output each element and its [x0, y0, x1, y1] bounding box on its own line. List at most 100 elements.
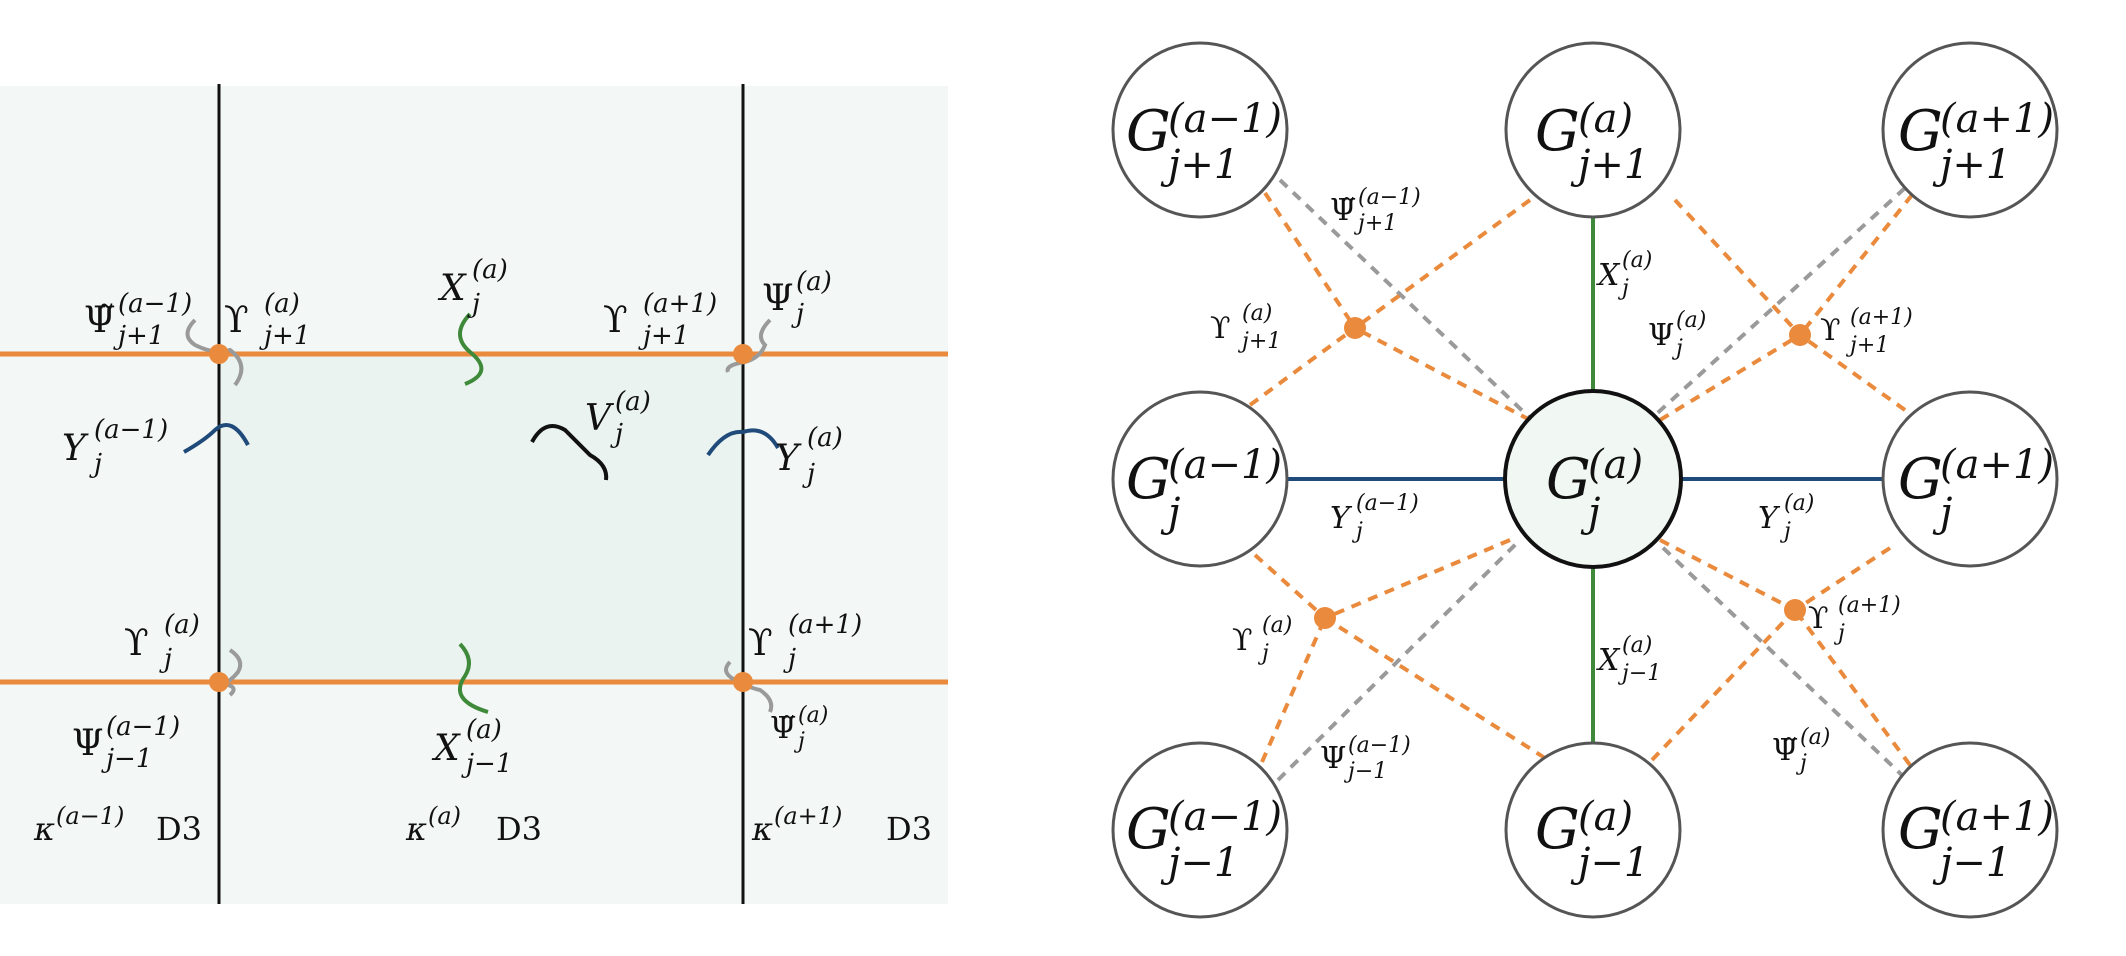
node-sub: j−1 — [1932, 840, 2011, 886]
x-string-top — [458, 312, 484, 386]
label-base: Ψ̃ — [770, 711, 796, 746]
label-sup: (a) — [1800, 725, 1830, 750]
label-base: Y — [1758, 501, 1781, 536]
orange-dashed-triangle-br — [1650, 538, 1912, 767]
label-sub: j+1 — [1353, 211, 1397, 236]
node-sup: (a+1) — [1940, 96, 2054, 142]
node-sup: (a−1) — [1168, 442, 1282, 488]
label-suffix: D3 — [156, 810, 202, 848]
label-base: ϒ — [603, 300, 628, 341]
label-sup: (a−1) — [1356, 491, 1419, 516]
node-sup: (a−1) — [1168, 96, 1282, 142]
edge-label-psi-tr: Ψ (a) j — [1648, 308, 1706, 361]
node-sub: j+1 — [1160, 142, 1239, 188]
intersection-dot-top-left — [209, 344, 229, 364]
label-base: ϒ — [224, 300, 249, 341]
node-base: G — [1535, 797, 1580, 862]
label-sub: j+1 — [1845, 333, 1889, 358]
label-sup: (a−1) — [1348, 733, 1411, 758]
label-base: Y — [62, 428, 89, 469]
node-base: G — [1898, 447, 1943, 512]
label-sup: (a−1) — [56, 802, 124, 830]
label-y-left: Y (a−1) j — [62, 415, 168, 479]
label-sup: (a+1) — [1838, 593, 1901, 618]
label-psitilde-bottom-right: Ψ̃ (a) j — [770, 703, 828, 754]
label-base: Y — [1330, 501, 1353, 536]
label-base: ϒ — [1808, 601, 1829, 636]
quiver-dot-br — [1784, 599, 1806, 621]
label-base: Y — [775, 438, 802, 479]
label-upsilon-top-right: ϒ (a+1) j+1 — [603, 289, 717, 351]
node-sub: j−1 — [1160, 840, 1239, 886]
node-sup: (a) — [1578, 96, 1633, 142]
node-base: G — [1546, 447, 1591, 512]
node-base: G — [1126, 797, 1171, 862]
node-g-jm1-am1: G (a−1) j−1 — [1111, 741, 1289, 919]
label-sup: (a) — [1676, 308, 1706, 333]
node-sup: (a+1) — [1940, 794, 2054, 840]
x-string-bottom — [458, 642, 489, 714]
label-psi-top-right: Ψ (a) j — [762, 267, 832, 329]
gray-dashed-tr — [1650, 186, 1907, 420]
label-sup: (a) — [798, 703, 828, 728]
label-base: ϒ — [748, 623, 773, 664]
label-sup: (a−1) — [118, 289, 192, 319]
label-sup: (a) — [796, 267, 832, 297]
label-sup: (a−1) — [94, 415, 168, 445]
label-base: V — [585, 398, 615, 439]
label-sup: (a−1) — [106, 712, 180, 742]
label-psi-bottom-left: Ψ (a−1) j−1 — [72, 712, 180, 774]
label-upsilon-bottom-left: ϒ (a) j — [124, 610, 200, 674]
node-base: G — [1126, 99, 1171, 164]
label-sub: j−1 — [1343, 759, 1387, 784]
label-base: Ψ — [762, 278, 794, 319]
intersection-dot-bottom-right — [733, 672, 753, 692]
label-base: Ψ — [72, 723, 104, 764]
node-base: G — [1535, 99, 1580, 164]
node-g-j-ap1: G (a+1) j — [1881, 390, 2059, 568]
label-base: X — [431, 728, 461, 769]
label-sup: (a) — [466, 715, 502, 745]
label-sub: j+1 — [1237, 329, 1281, 354]
label-sup: (a+1) — [643, 289, 717, 319]
edge-label-psi-bl: Ψ (a−1) j−1 — [1320, 733, 1411, 784]
y-string-left — [183, 423, 250, 454]
label-sub: j — [1833, 621, 1845, 646]
edge-label-psitilde-br: Ψ̃ (a) j — [1772, 725, 1830, 776]
quiver-panel: G (a−1) j+1 G (a) j+1 G (a+1) j+1 G (a−1… — [1111, 41, 2059, 919]
orange-dashed-triangle-tl — [1248, 191, 1532, 422]
label-base: ϒ — [124, 623, 149, 664]
label-sup: (a) — [1784, 491, 1814, 516]
label-kappa: κ — [405, 810, 427, 848]
label-sup: (a) — [1622, 633, 1652, 658]
label-sup: (a) — [472, 255, 508, 285]
label-sub: j−1 — [461, 749, 512, 779]
label-x-bottom: X (a) j−1 — [431, 715, 512, 779]
label-sub: j — [1779, 519, 1791, 544]
edge-label-upsilon-tr: ϒ (a+1) j+1 — [1820, 305, 1913, 358]
label-sup: (a) — [264, 289, 300, 319]
intersection-dot-top-right — [733, 344, 753, 364]
node-sup: (a+1) — [1940, 442, 2054, 488]
gray-dashed-tl — [1278, 178, 1532, 420]
edge-label-y-left: Y (a−1) j — [1330, 491, 1419, 544]
edge-label-psitilde-tl: Ψ̃ (a−1) j+1 — [1330, 185, 1421, 236]
d3-label-middle: κ (a) D3 — [405, 802, 542, 848]
node-sup: (a) — [1588, 442, 1643, 488]
label-sup: (a) — [807, 423, 843, 453]
label-sub: j−1 — [1617, 661, 1661, 686]
label-sub: j−1 — [101, 744, 152, 774]
fermion-string-bottom-left — [221, 648, 243, 697]
node-g-jm1-ap1: G (a+1) j−1 — [1881, 741, 2059, 919]
label-base: Ψ — [1648, 318, 1674, 353]
edge-label-upsilon-tl: ϒ (a) j+1 — [1210, 301, 1281, 354]
label-sup: (a) — [1622, 248, 1652, 273]
node-sub: j+1 — [1932, 142, 2011, 188]
intersection-dot-bottom-left — [209, 672, 229, 692]
d3-label-left: κ (a−1) D3 — [33, 802, 202, 848]
label-base: Ψ̃ — [1772, 733, 1798, 768]
label-base: X — [1596, 258, 1621, 293]
label-sup: (a) — [164, 610, 200, 640]
gray-dashed-bl — [1276, 538, 1522, 782]
